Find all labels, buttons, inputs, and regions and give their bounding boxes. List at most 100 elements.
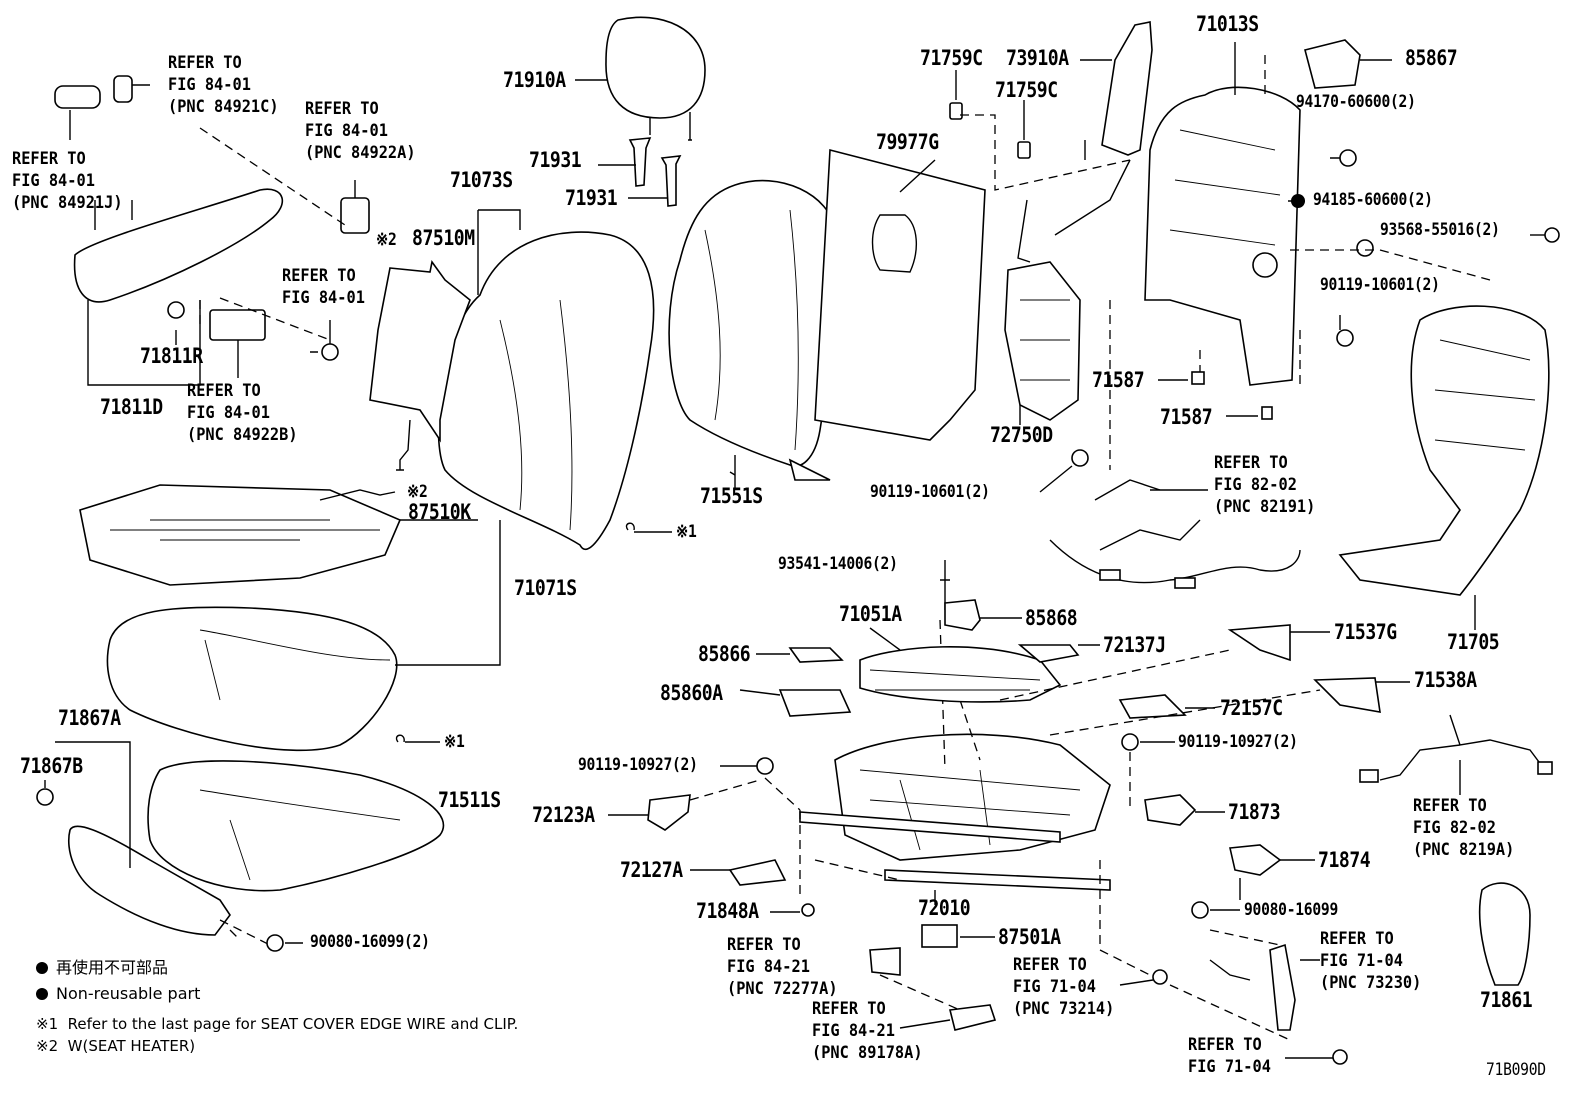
clips-71587-drawing [1109, 300, 1273, 470]
part-number-71867B: 71867B [20, 754, 83, 778]
part-number-90080-16099: 90080-16099 [1244, 900, 1338, 920]
part-number-90080-16099: 90080-16099(2) [310, 932, 430, 952]
part-number-71073S: 71073S [450, 168, 513, 192]
part-number-94170-60600: 94170-60600(2) [1296, 92, 1416, 112]
part-number-71071S: 71071S [514, 576, 577, 600]
part-number-87510K: 87510K [408, 500, 471, 524]
note-mark-1: ※1 [676, 522, 697, 542]
leader-lines [94, 140, 1340, 476]
bracket-85868-drawing [944, 599, 1100, 663]
part-number-79977G: 79977G [876, 130, 939, 154]
part-number-85868: 85868 [1025, 606, 1078, 630]
footnote-1: ※1 Refer to the last page for SEAT COVER… [36, 1015, 519, 1033]
part-number-71551S: 71551S [700, 484, 763, 508]
seat-cover-drawing [147, 760, 445, 892]
part-number-90119-10927: 90119-10927(2) [1178, 732, 1298, 752]
side-shield-drawing [73, 188, 284, 386]
part-number-71811R: 71811R [140, 344, 203, 368]
part-number-73910A: 73910A [1006, 46, 1069, 70]
part-number-71538A: 71538A [1414, 668, 1477, 692]
part-number-71873: 71873 [1228, 800, 1281, 824]
part-number-72123A: 72123A [532, 803, 595, 827]
part-number-90119-10601: 90119-10601(2) [1320, 275, 1440, 295]
part-number-71931: 71931 [529, 148, 582, 172]
part-number-90119-10927: 90119-10927(2) [578, 755, 698, 775]
part-number-72750D: 72750D [990, 423, 1053, 447]
part-number-94185-60600: 94185-60600(2) [1313, 190, 1433, 210]
part-number-90119-10601: 90119-10601(2) [870, 482, 990, 502]
part-number-71867A: 71867A [58, 706, 121, 730]
part-number-71511S: 71511S [438, 788, 501, 812]
seat-frame-drawing [799, 560, 1111, 905]
seat-spring-drawing [859, 627, 1062, 703]
part-number-93568-55016: 93568-55016(2) [1380, 220, 1500, 240]
part-number-71705: 71705 [1447, 630, 1500, 654]
part-number-71759C: 71759C [995, 78, 1058, 102]
back-cover-drawing [668, 179, 837, 490]
part-number-71931: 71931 [565, 186, 618, 210]
part-number-71587: 71587 [1160, 405, 1213, 429]
lower-right-parts-drawing [1119, 733, 1348, 1065]
part-number-85867: 85867 [1405, 46, 1458, 70]
part-number-71910A: 71910A [503, 68, 566, 92]
lumbar-support-drawing [1004, 159, 1131, 425]
back-shell-drawing [1338, 305, 1550, 630]
wire-harness-drawing [1039, 449, 1301, 589]
part-number-85866: 85866 [698, 642, 751, 666]
side-bracket-drawing [1080, 21, 1153, 156]
side-covers-drawing [999, 624, 1410, 736]
seat-pad-drawing [106, 520, 501, 752]
part-number-71861: 71861 [1480, 988, 1533, 1012]
connectors-drawing [949, 70, 1131, 191]
part-number-71537G: 71537G [1334, 620, 1397, 644]
note-mark-2: ※2 [376, 230, 397, 250]
headrest-support-drawing [598, 137, 682, 207]
part-number-72127A: 72127A [620, 858, 683, 882]
seat-trim-drawing [36, 741, 303, 952]
switch-unit-drawing [739, 647, 852, 717]
switch-knobs-drawing [54, 75, 370, 378]
seat-back-frame-drawing [1144, 42, 1301, 386]
footnote-2: ※2 W(SEAT HEATER) [36, 1037, 196, 1055]
lower-center-parts-drawing [608, 757, 1151, 1031]
part-number-71587: 71587 [1092, 368, 1145, 392]
back-pad-drawing [437, 209, 655, 551]
part-number-72137J: 72137J [1103, 633, 1166, 657]
part-number-71759C: 71759C [920, 46, 983, 70]
edge-clip-drawing [395, 522, 672, 743]
part-number-71013S: 71013S [1196, 12, 1259, 36]
headrest-cover-drawing [1478, 882, 1531, 986]
part-number-71848A: 71848A [696, 899, 759, 923]
part-number-87501A: 87501A [998, 925, 1061, 949]
headrest-drawing [575, 16, 706, 141]
part-number-71874: 71874 [1318, 848, 1371, 872]
part-number-71811D: 71811D [100, 395, 163, 419]
seat-heater-drawing [79, 484, 478, 586]
non-reusable-bullet-icon [36, 988, 48, 1000]
legend-non-reusable-en: Non-reusable part [36, 986, 200, 1002]
part-number-72010: 72010 [918, 896, 971, 920]
legend-non-reusable-jp: 再使用不可部品 [36, 960, 168, 976]
part-number-72157C: 72157C [1220, 696, 1283, 720]
part-number-71051A: 71051A [839, 602, 902, 626]
back-heater-drawing [369, 260, 471, 471]
figure-id: 71B090D [1486, 1060, 1546, 1080]
note-mark-2: ※2 [407, 482, 428, 502]
note-mark-1: ※1 [444, 732, 465, 752]
part-number-87510M: 87510M [412, 226, 475, 250]
right-harness-drawing [1359, 714, 1553, 795]
non-reusable-bullet-icon [36, 962, 48, 974]
